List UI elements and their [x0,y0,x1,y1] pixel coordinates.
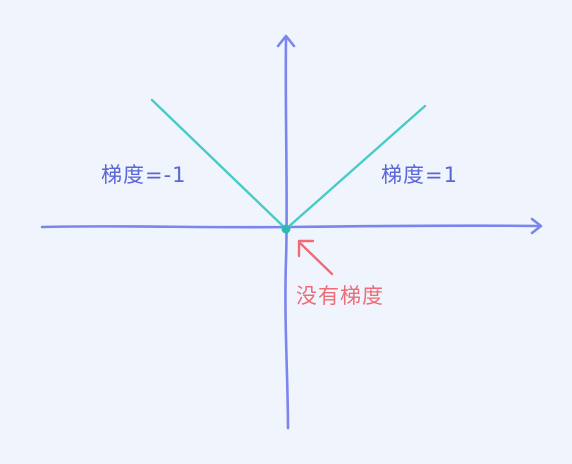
left-branch-line [150,98,288,231]
x-axis-arrowhead [530,217,543,235]
origin-point [281,224,291,234]
right-gradient-label: 梯度=1 [381,163,458,187]
no-gradient-annotation: 没有梯度 [296,284,384,308]
y-axis-arrowhead [276,34,296,48]
y-axis [284,35,290,430]
right-branch-line [284,104,427,231]
annotation-arrow-shaft [298,241,334,276]
left-gradient-label: 梯度=-1 [101,163,187,187]
annotation-arrow-head [297,239,315,258]
